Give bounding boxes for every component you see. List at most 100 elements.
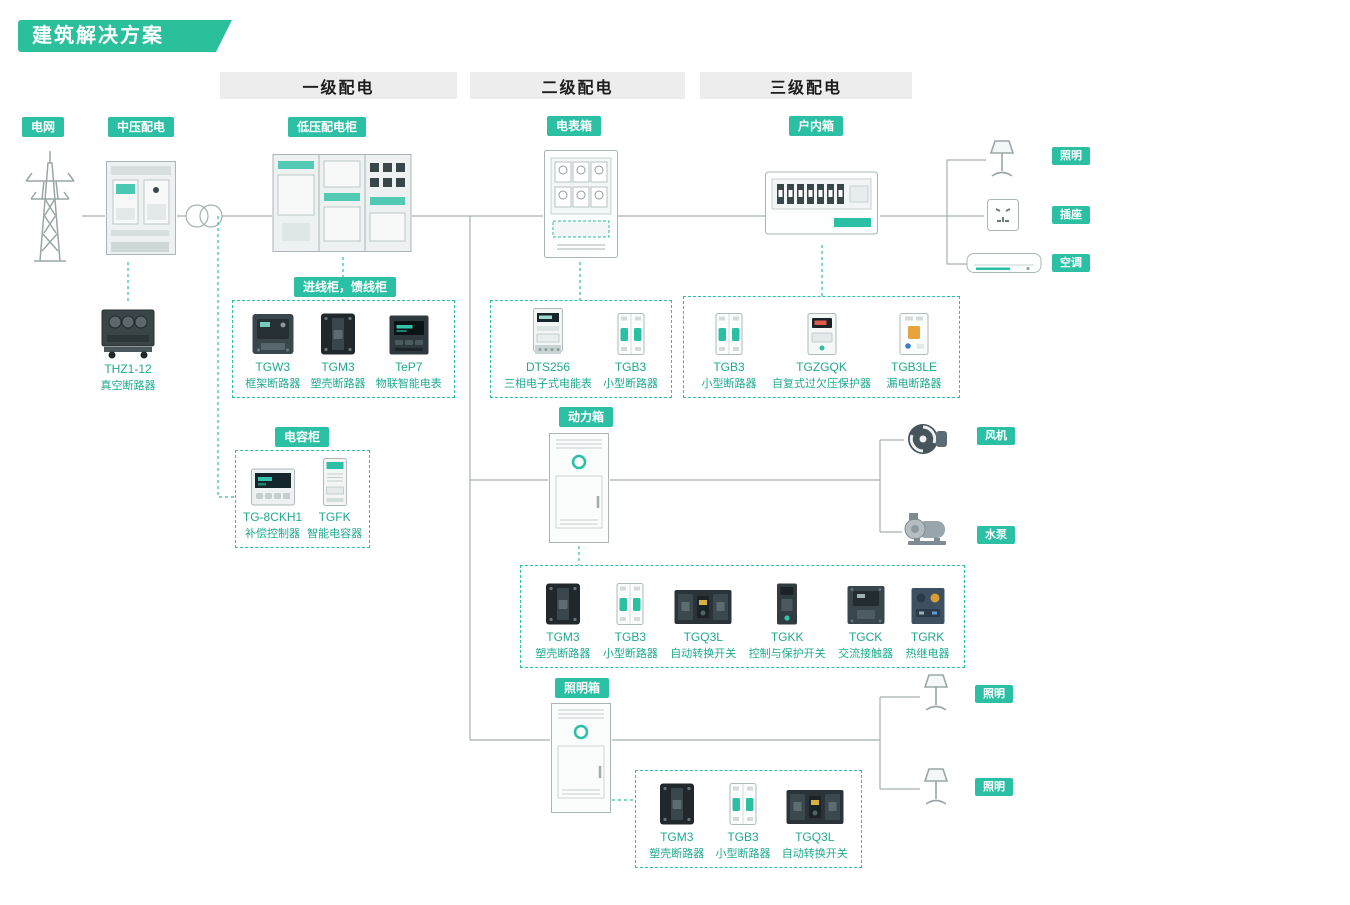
lighting-load-label: 照明 [975,778,1013,796]
socket-icon [986,198,1020,232]
compensation-controller-icon [250,457,296,507]
smart-meter-icon [387,307,431,357]
product-desc: 三相电子式电能表 [504,377,592,390]
lighting-box-label: 照明箱 [555,678,610,698]
air-conditioner-icon [966,252,1042,276]
product-model: TGM3 [546,630,580,645]
meter-products-group: DTS256 三相电子式电能表 TGB3 小型断路器 [490,300,672,398]
product-desc: 自动转换开关 [670,647,737,660]
indoor-products-group: TGB3 小型断路器 TGZGQK 自复式过欠压保护器 TGB3LE 漏电断路器 [683,296,960,398]
lighting-box-branch [470,696,920,790]
product-desc: 小型断路器 [701,377,757,390]
fan-load-label: 风机 [977,427,1015,445]
product-model: TGB3 [614,360,647,375]
product-model: TGM3 [321,360,355,375]
product-desc: 小型断路器 [602,647,658,660]
product-model: TGQ3L [683,630,723,645]
product-model: TGZGQK [796,360,847,375]
energy-meter-icon [531,307,565,357]
lighting-distribution-cabinet-icon [550,702,612,814]
product-desc: 物联智能电表 [375,377,442,390]
product-thz1-12: THZ1-12 真空断路器 [88,303,168,393]
product-power-tgck: TGCK 交流接触器 [838,577,893,661]
product-desc: 控制与保护开关 [748,647,826,660]
product-lighting-tgb3: TGB3 小型断路器 [716,777,771,861]
capacitor-cabinet-label: 电容柜 [275,427,330,447]
product-incoming-tgm3: TGM3 塑壳断路器 [311,307,366,391]
product-model: TGM3 [660,830,694,845]
lighting-load-label: 照明 [1052,147,1090,165]
socket-load-label: 插座 [1052,206,1090,224]
mcb-icon [615,307,647,357]
product-lighting-tgq3l: TGQ3L 自动转换开关 [782,777,848,861]
ac-load-label: 空调 [1052,254,1090,272]
product-power-tgrk: TGRK 热继电器 [906,577,950,661]
ats-icon [673,577,733,627]
product-model: TGRK [910,630,945,645]
mcb-icon [727,777,759,827]
mccb-icon [318,307,358,357]
mcb-icon [614,577,646,627]
product-lighting-tgm3: TGM3 塑壳断路器 [649,777,704,861]
transformer-symbol [199,204,223,228]
product-model: TGQ3L [795,830,835,845]
mccb-icon [543,577,583,627]
mv-distribution-label: 中压配电 [108,117,175,137]
product-desc: 框架断路器 [245,377,301,390]
mccb-icon [657,777,697,827]
product-desc: 塑壳断路器 [649,847,705,860]
product-capacitor-tgfk: TGFK 智能电容器 [307,457,362,541]
load-branch-lines [946,159,986,265]
incoming-products-group: TGW3 框架断路器 TGM3 塑壳断路器 TeP7 物联智能电表 [232,300,455,398]
transformer-symbol [185,204,209,228]
meter-box-label: 电表箱 [547,116,602,136]
meter-box-icon [543,149,619,261]
product-model: TGCK [848,630,883,645]
pump-icon [902,512,950,548]
power-products-group: TGM3 塑壳断路器 TGB3 小型断路器 TGQ3L 自动转换开关 TGKK … [520,565,965,668]
contactor-icon [845,577,887,627]
lighting-load-label: 照明 [975,685,1013,703]
transmission-tower-icon [18,145,82,263]
product-power-tgkk: TGKK 控制与保护开关 [749,577,826,661]
grid-label: 电网 [22,117,65,137]
product-desc: 塑壳断路器 [535,647,591,660]
product-model: TG-8CKH1 [242,510,303,525]
product-model: TGB3 [614,630,647,645]
power-box-label: 动力箱 [559,407,614,427]
product-desc: 小型断路器 [715,847,771,860]
voltage-protector-icon [805,307,839,357]
product-desc: 塑壳断路器 [310,377,366,390]
ats-icon [785,777,845,827]
thermal-relay-icon [909,577,947,627]
product-meter-dts256: DTS256 三相电子式电能表 [504,307,592,391]
product-desc: 真空断路器 [100,379,156,392]
product-desc: 补偿控制器 [245,527,301,540]
lv-switchgear-icon [272,153,412,255]
indoor-distribution-box-icon [764,166,880,242]
product-model: TGB3LE [890,360,938,375]
frame-breaker-icon [250,307,296,357]
power-distribution-cabinet-icon [548,432,610,544]
vacuum-breaker-icon [99,303,157,359]
product-capacitor-tg8ckh1: TG-8CKH1 补偿控制器 [243,457,302,541]
product-desc: 自动转换开关 [781,847,848,860]
cps-icon [774,577,800,627]
product-model: TGB3 [713,360,745,375]
product-indoor-tgb3le: TGB3LE 漏电断路器 [887,307,942,391]
rcbo-icon [897,307,931,357]
secondary-distribution-header: 二级配电 [470,72,685,99]
product-desc: 漏电断路器 [886,377,942,390]
tertiary-distribution-header: 三级配电 [700,72,912,99]
mcb-icon [713,307,745,357]
product-meter-tgb3: TGB3 小型断路器 [603,307,658,391]
product-desc: 自复式过欠压保护器 [772,377,871,390]
product-model: TeP7 [395,360,423,375]
product-desc: 热继电器 [905,647,950,660]
lamp-icon [920,766,952,808]
product-model: TGB3 [727,830,759,845]
mv-switchgear-icon [105,160,177,260]
product-model: DTS256 [525,360,571,375]
